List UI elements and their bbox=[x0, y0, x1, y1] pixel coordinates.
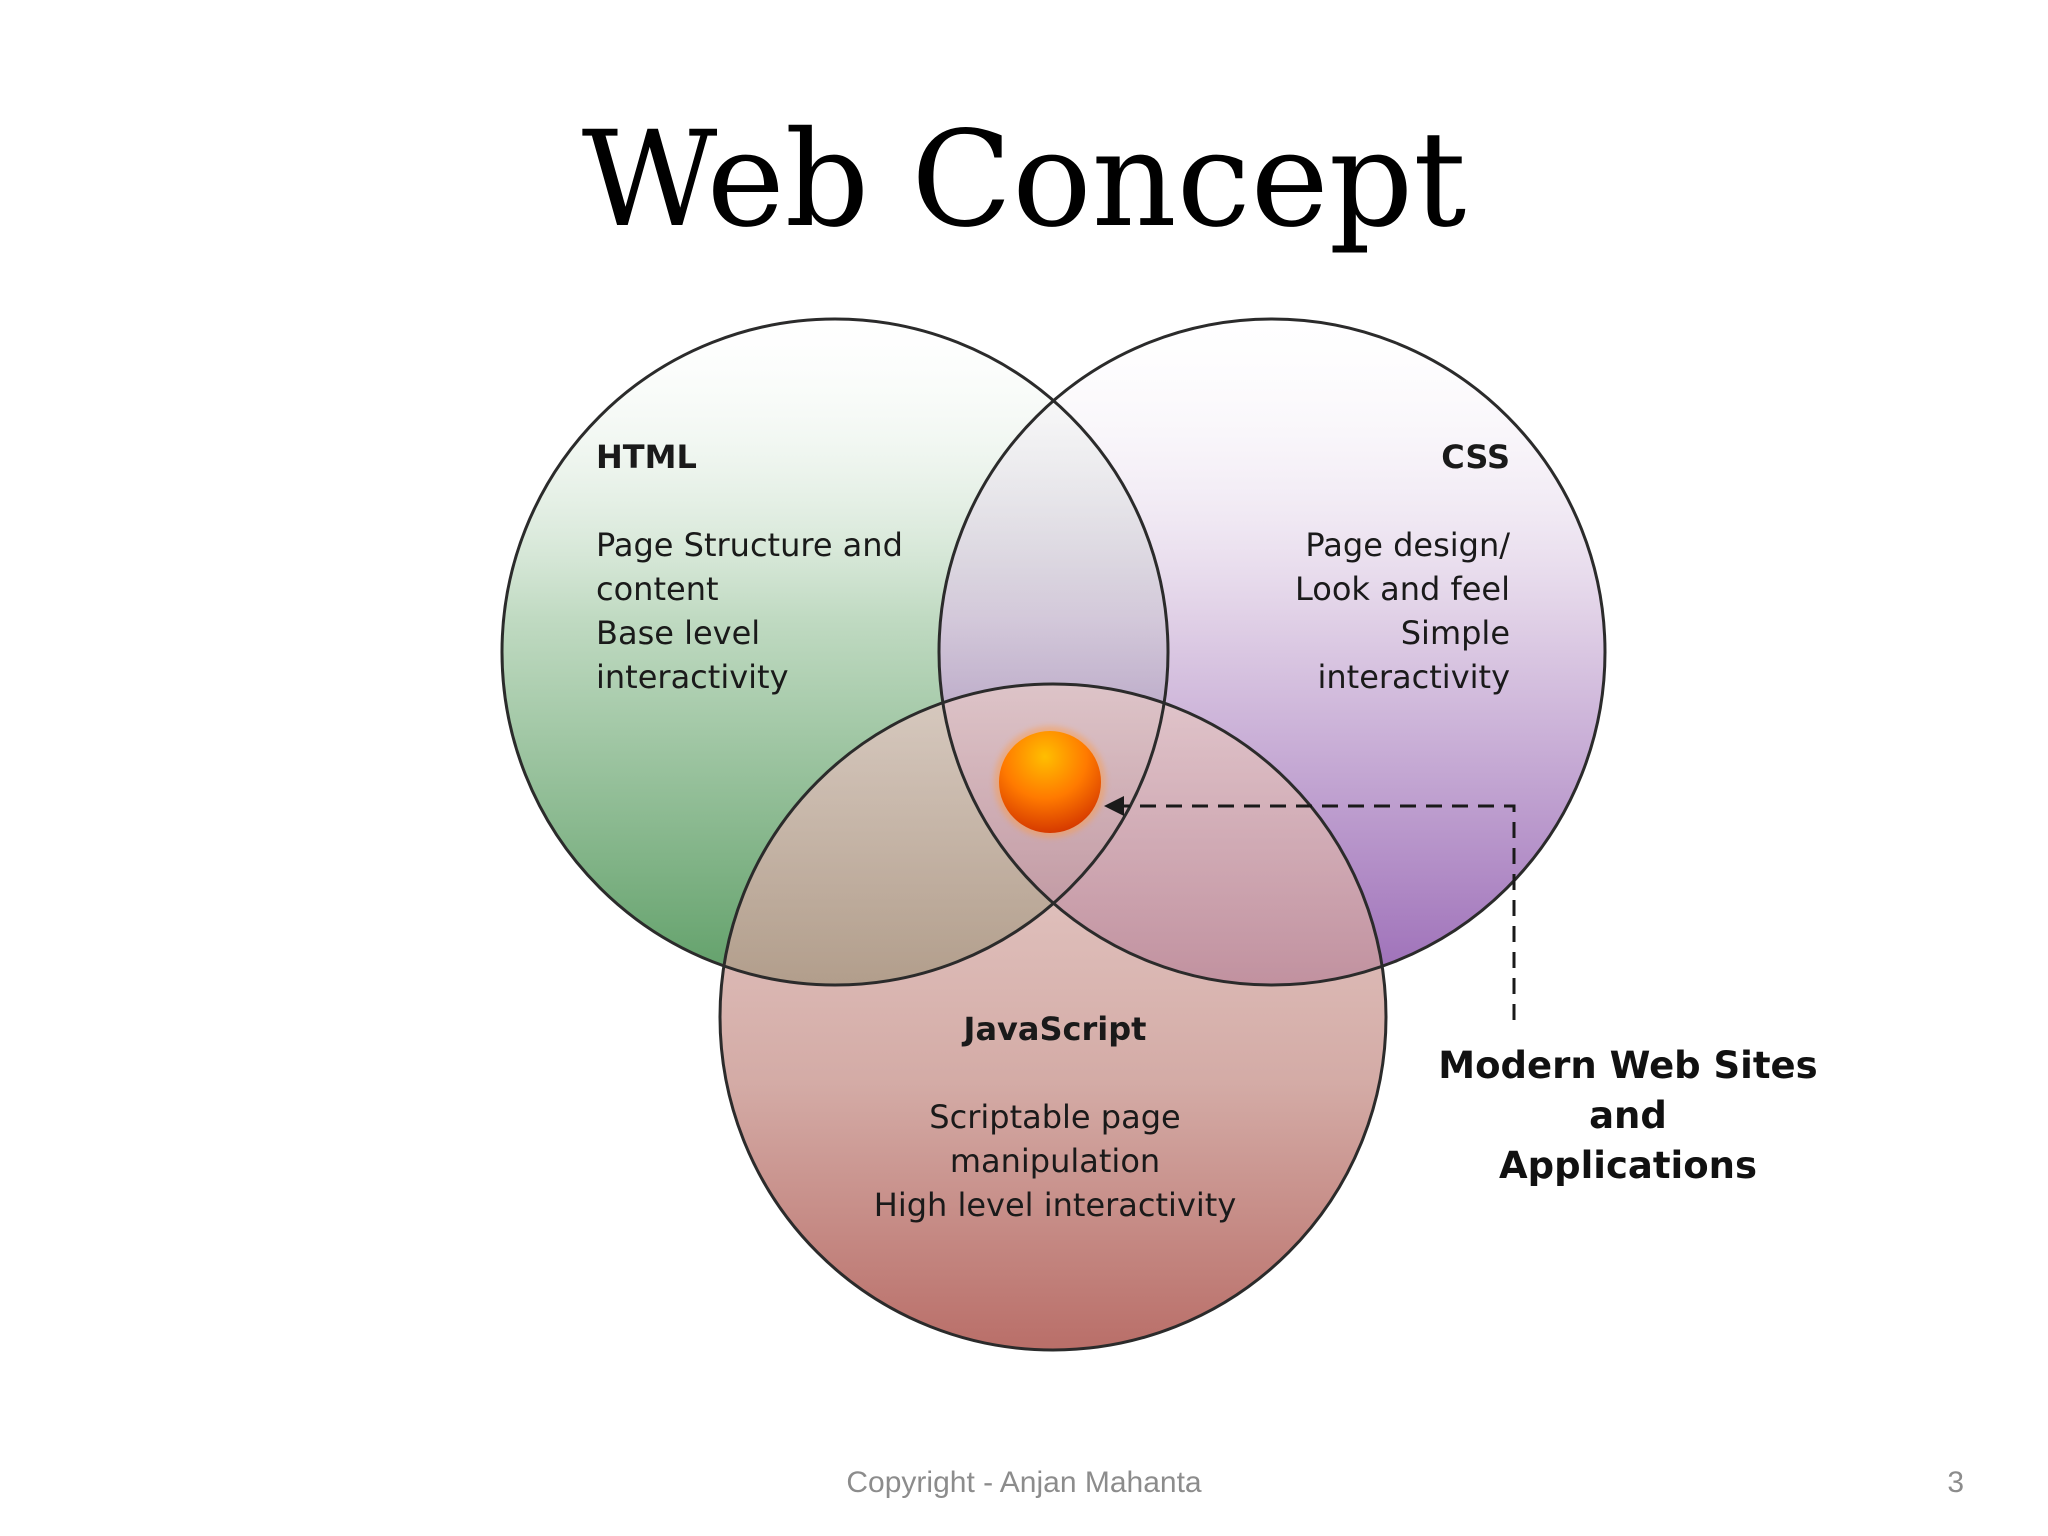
html-circle-outline bbox=[500, 317, 1170, 987]
css-circle-outline bbox=[937, 317, 1607, 987]
css-line-1: Page design/ bbox=[1305, 526, 1510, 564]
javascript-line-2: manipulation bbox=[950, 1142, 1160, 1180]
html-title: HTML bbox=[596, 438, 697, 476]
callout-line-2: and bbox=[1589, 1094, 1667, 1137]
html-line-1: Page Structure and bbox=[596, 526, 903, 564]
javascript-line-3: High level interactivity bbox=[874, 1186, 1237, 1224]
css-title: CSS bbox=[1441, 438, 1510, 476]
html-line-2: content bbox=[596, 570, 719, 608]
css-line-3: Simple bbox=[1401, 614, 1510, 652]
html-line-4: interactivity bbox=[596, 658, 789, 696]
slide-title: Web Concept bbox=[581, 103, 1467, 257]
callout-line-3: Applications bbox=[1499, 1144, 1757, 1187]
page-number: 3 bbox=[1947, 1466, 1964, 1499]
javascript-circle bbox=[720, 684, 1386, 1350]
callout-arrowhead bbox=[1104, 796, 1124, 816]
html-line-3: Base level bbox=[596, 614, 760, 652]
center-marker bbox=[999, 731, 1101, 833]
javascript-circle-outline bbox=[718, 682, 1388, 1352]
footer-copyright: Copyright - Anjan Mahanta bbox=[846, 1466, 1202, 1499]
callout-connector bbox=[1110, 804, 1516, 1020]
css-line-4: interactivity bbox=[1317, 658, 1510, 696]
javascript-title: JavaScript bbox=[962, 1010, 1147, 1048]
css-line-2: Look and feel bbox=[1295, 570, 1510, 608]
javascript-line-1: Scriptable page bbox=[929, 1098, 1180, 1136]
callout-line-1: Modern Web Sites bbox=[1438, 1044, 1817, 1087]
